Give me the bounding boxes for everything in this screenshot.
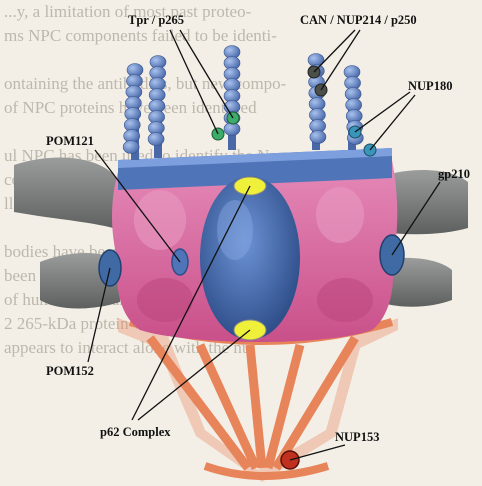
label-pom121: POM121 bbox=[46, 134, 94, 148]
label-pom152: POM152 bbox=[46, 364, 94, 378]
nuclear-basket bbox=[118, 318, 398, 482]
label-p62-complex: p62 Complex bbox=[100, 425, 171, 439]
central-transporter bbox=[200, 176, 300, 340]
filament-bead bbox=[148, 133, 164, 146]
label-tpr: Tpr / p265 bbox=[128, 13, 184, 27]
filament-bead bbox=[224, 123, 240, 136]
nup180-leader-2 bbox=[370, 95, 415, 150]
cytoplasmic-filaments bbox=[123, 46, 363, 161]
label-nup180: NUP180 bbox=[408, 79, 452, 93]
label-can: CAN / NUP214 / p250 bbox=[300, 13, 417, 27]
nuclear-envelope-left bbox=[14, 158, 120, 230]
filament-bead bbox=[310, 131, 326, 144]
label-nup153: NUP153 bbox=[335, 430, 379, 444]
label-gp210: gp210 bbox=[438, 167, 470, 181]
filament-bead bbox=[123, 141, 139, 154]
